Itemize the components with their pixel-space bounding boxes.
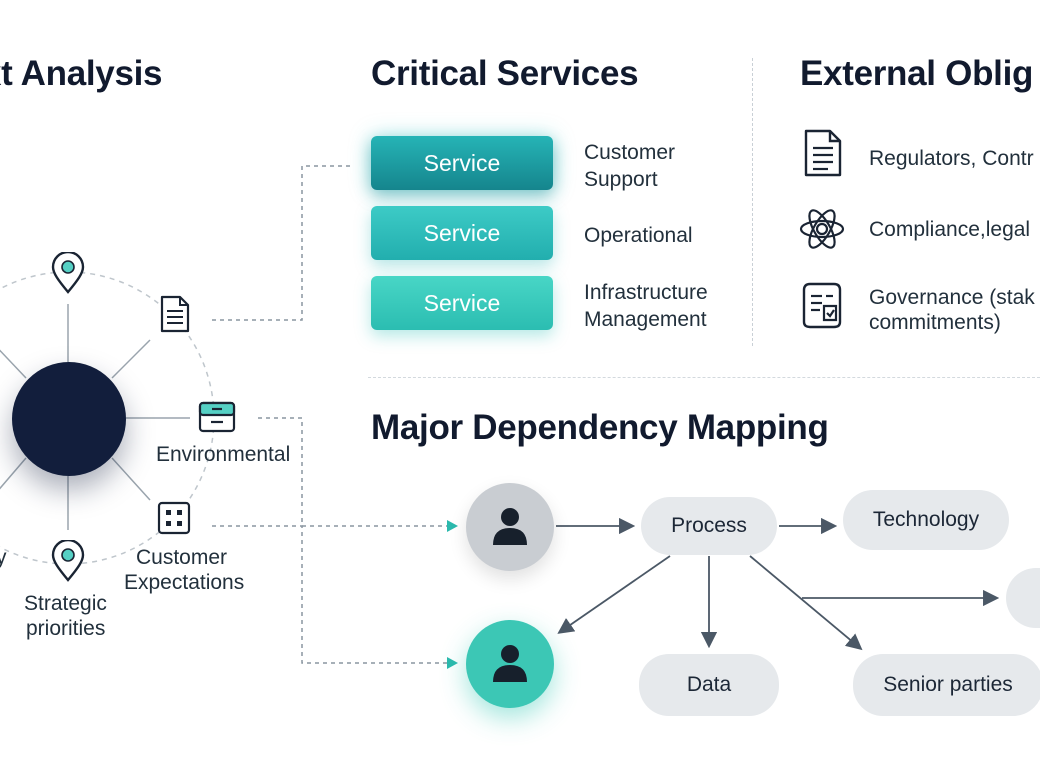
arrow-process-senior <box>749 555 863 651</box>
context-label-line: Customer <box>136 546 228 569</box>
context-analysis-title: xt Analysis <box>0 54 163 93</box>
context-label-line: priorities <box>26 617 106 640</box>
governance-doc-icon <box>802 282 842 329</box>
archive-box-icon <box>198 401 236 433</box>
node-senior-parties[interactable]: Senior parties <box>853 654 1040 716</box>
context-label-customer-expectations: Customer Expectations <box>124 545 244 595</box>
location-pin-icon <box>51 252 85 294</box>
external-label-compliance: Compliance,legal <box>869 217 1030 242</box>
service-label-line: Support <box>584 168 658 191</box>
person-icon <box>493 645 527 682</box>
node-process[interactable]: Process <box>641 497 777 555</box>
service-button-customer-support[interactable]: Service <box>371 136 553 190</box>
service-button-infrastructure[interactable]: Service <box>371 276 553 330</box>
arrow-process-avatar2 <box>557 555 671 634</box>
stakeholder-avatar-primary[interactable] <box>466 483 554 571</box>
external-obligations-title: External Oblig <box>800 54 1034 93</box>
person-icon <box>493 508 527 545</box>
dependency-mapping-title: Major Dependency Mapping <box>371 408 829 447</box>
context-label-line: Expectations <box>124 571 245 594</box>
service-label-line: Operational <box>584 224 693 247</box>
service-label-operational: Operational <box>584 222 693 249</box>
context-label-partial: y <box>0 546 7 569</box>
context-label-environmental: Environmental <box>156 443 291 466</box>
stakeholder-avatar-secondary[interactable] <box>466 620 554 708</box>
service-label-customer-support: Customer Support <box>584 139 675 193</box>
context-label-line: Strategic <box>24 592 107 615</box>
external-label-line: commitments) <box>869 311 1001 334</box>
node-technology[interactable]: Technology <box>843 490 1009 550</box>
external-label-line: Governance (stak <box>869 286 1035 309</box>
service-label-line: Management <box>584 308 707 331</box>
link-context-avatar2 <box>212 525 448 664</box>
dice-icon <box>157 501 191 535</box>
node-partial[interactable] <box>1006 568 1040 628</box>
context-hub <box>12 362 126 476</box>
critical-services-title: Critical Services <box>371 54 639 93</box>
document-icon <box>160 295 190 333</box>
service-button-operational[interactable]: Service <box>371 206 553 260</box>
external-label-line: Regulators, Contr <box>869 147 1034 170</box>
node-data[interactable]: Data <box>639 654 779 716</box>
service-label-line: Customer <box>584 141 676 164</box>
context-label-strategic-priorities: Strategic priorities <box>24 591 107 641</box>
section-divider-horizontal <box>368 377 1040 378</box>
service-label-infrastructure: Infrastructure Management <box>584 279 708 333</box>
document-icon <box>804 129 842 177</box>
service-label-line: Infrastructure <box>584 281 708 304</box>
external-label-regulators: Regulators, Contr <box>869 146 1034 171</box>
external-label-governance: Governance (stak commitments) <box>869 285 1035 335</box>
link-context-services <box>212 165 350 321</box>
section-divider-vertical <box>752 58 753 346</box>
external-label-line: Compliance,legal <box>869 218 1031 241</box>
location-pin-icon <box>51 540 85 582</box>
atom-icon <box>799 209 845 249</box>
